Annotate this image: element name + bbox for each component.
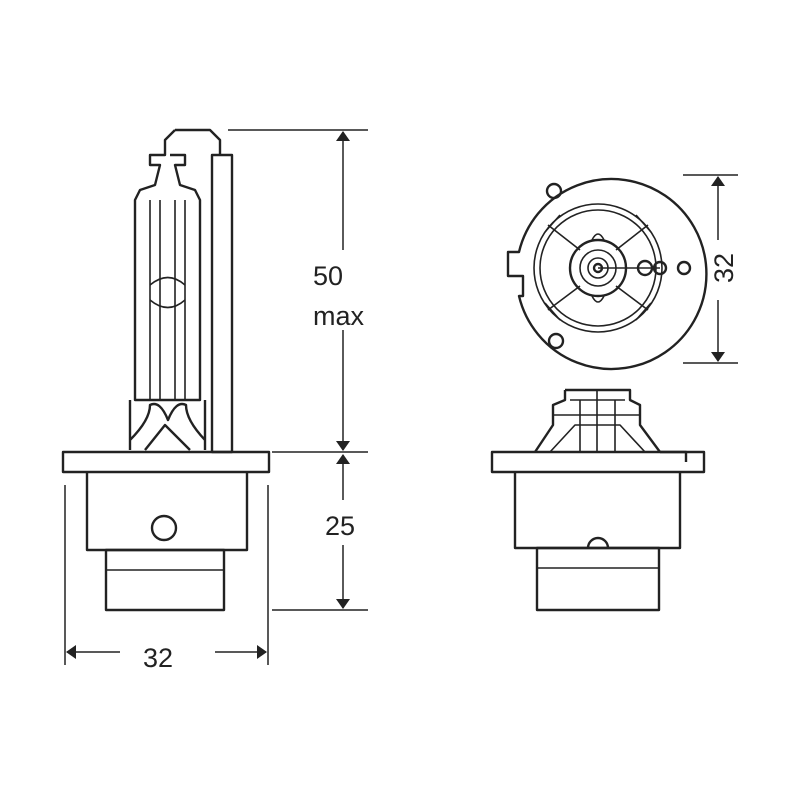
height-upper-label: 50: [313, 261, 343, 291]
diameter-top-label: 32: [709, 253, 739, 283]
height-upper-suffix-label: max: [313, 301, 365, 331]
width-dimension: [64, 485, 269, 665]
height-dimension: [228, 129, 368, 611]
front-view-bulb: [490, 388, 706, 612]
diameter-dimension: [683, 174, 738, 364]
side-view-bulb: [61, 128, 271, 612]
width-side-label: 32: [143, 643, 173, 673]
height-lower-label: 25: [325, 511, 355, 541]
top-view-bulb: [506, 177, 708, 371]
